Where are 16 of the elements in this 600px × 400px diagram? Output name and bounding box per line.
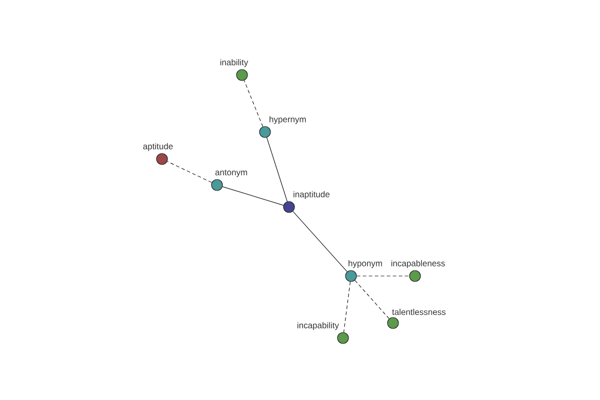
node-label: hyponym xyxy=(348,260,382,268)
node-label: aptitude xyxy=(143,143,173,151)
node-label: talentlessness xyxy=(392,308,446,315)
edge-line xyxy=(292,211,348,272)
edge-line xyxy=(222,186,284,206)
node-label: hypernym xyxy=(270,116,306,124)
node-label: incapableness xyxy=(391,260,445,268)
edge-line xyxy=(244,80,264,127)
edge-line xyxy=(166,161,212,183)
node-label: inaptitude xyxy=(294,191,330,199)
node-label: inability xyxy=(220,59,248,67)
edge-line xyxy=(266,137,288,202)
node-label: antonym xyxy=(215,170,248,177)
edge-line xyxy=(343,281,351,333)
edge-line xyxy=(354,280,390,319)
node-label: incapability xyxy=(298,322,339,330)
